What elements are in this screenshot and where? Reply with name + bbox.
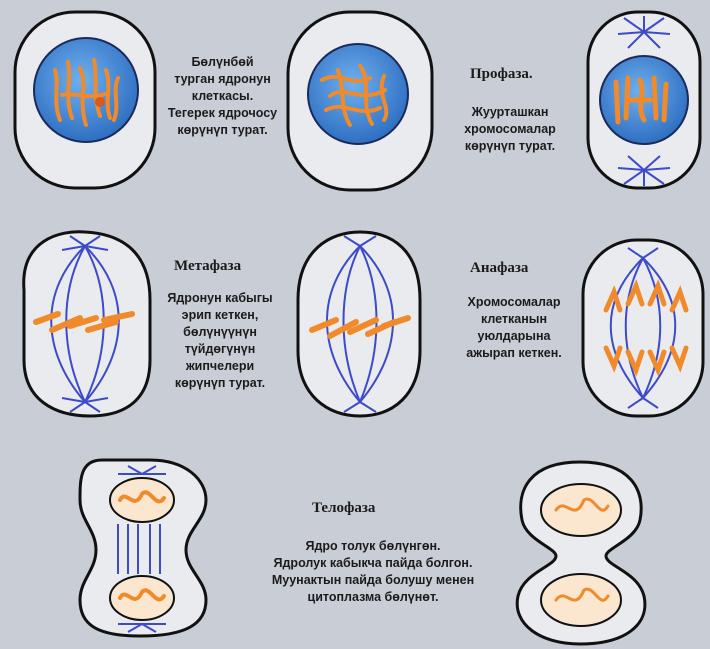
telophase-caption: Ядро толук бөлүнгөн. Ядролук кабыкча пай… [248,538,498,606]
prophase-cell [288,12,432,190]
prophase-late-cell [588,12,700,188]
interphase-cell [15,12,155,188]
telophase-early-cell [80,460,206,636]
interphase-caption: Бөлүнбөй турган ядронун клеткасы. Тегере… [165,54,280,139]
prophase-title: Профаза. [470,66,533,83]
daughter-nucleus-a [541,484,621,536]
anaphase-title: Анафаза [470,260,528,277]
metaphase-title: Метафаза [174,258,241,275]
telophase-late-cell [517,462,645,644]
prophase-caption: Жуурташкан хромосомалар көрүнүп турат. [445,104,575,155]
metaphase-cell [24,232,150,416]
anaphase-cell [583,240,703,416]
daughter-nucleus-b [541,574,621,626]
metaphase-cell-2 [298,232,420,416]
nucleolus [95,97,105,107]
telophase-title: Телофаза [312,500,375,517]
metaphase-caption: Ядронун кабыгы эрип кеткен, бөлүнүүнүн т… [160,290,280,392]
anaphase-caption: Хромосомалар клетканын уюлдарына ажырап … [452,294,576,362]
